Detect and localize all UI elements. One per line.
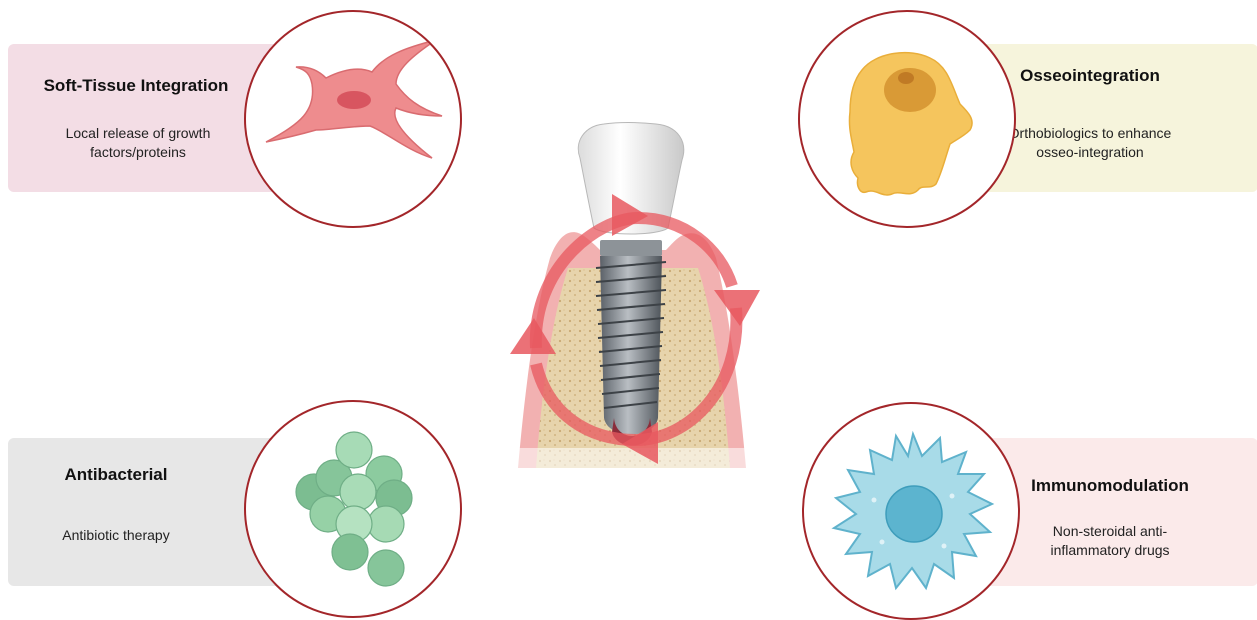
soft-tissue-desc-line2: factors/proteins [28,143,248,162]
osteoblast-cell-icon [800,12,1016,228]
antibacterial-desc: Antibiotic therapy [26,526,206,545]
antibacterial-circle [244,400,462,618]
soft-tissue-desc-line1: Local release of growth [28,124,248,143]
soft-tissue-circle [244,10,462,228]
antibacterial-title: Antibacterial [26,465,206,485]
immune-cell-icon [804,404,1020,620]
implant-screw [596,240,666,446]
immuno-desc-line2: inflammatory drugs [1000,541,1220,560]
immuno-desc: Non-steroidal anti- inflammatory drugs [1000,522,1220,560]
soft-tissue-title: Soft-Tissue Integration [26,76,246,96]
osseo-circle [798,10,1016,228]
dental-implant-illustration [488,118,778,493]
fibroblast-cell-icon [246,12,462,228]
immuno-title: Immunomodulation [1000,476,1220,496]
bacteria-cluster-icon [246,402,462,618]
immuno-circle [802,402,1020,620]
soft-tissue-desc: Local release of growth factors/proteins [28,124,248,162]
immuno-desc-line1: Non-steroidal anti- [1000,522,1220,541]
